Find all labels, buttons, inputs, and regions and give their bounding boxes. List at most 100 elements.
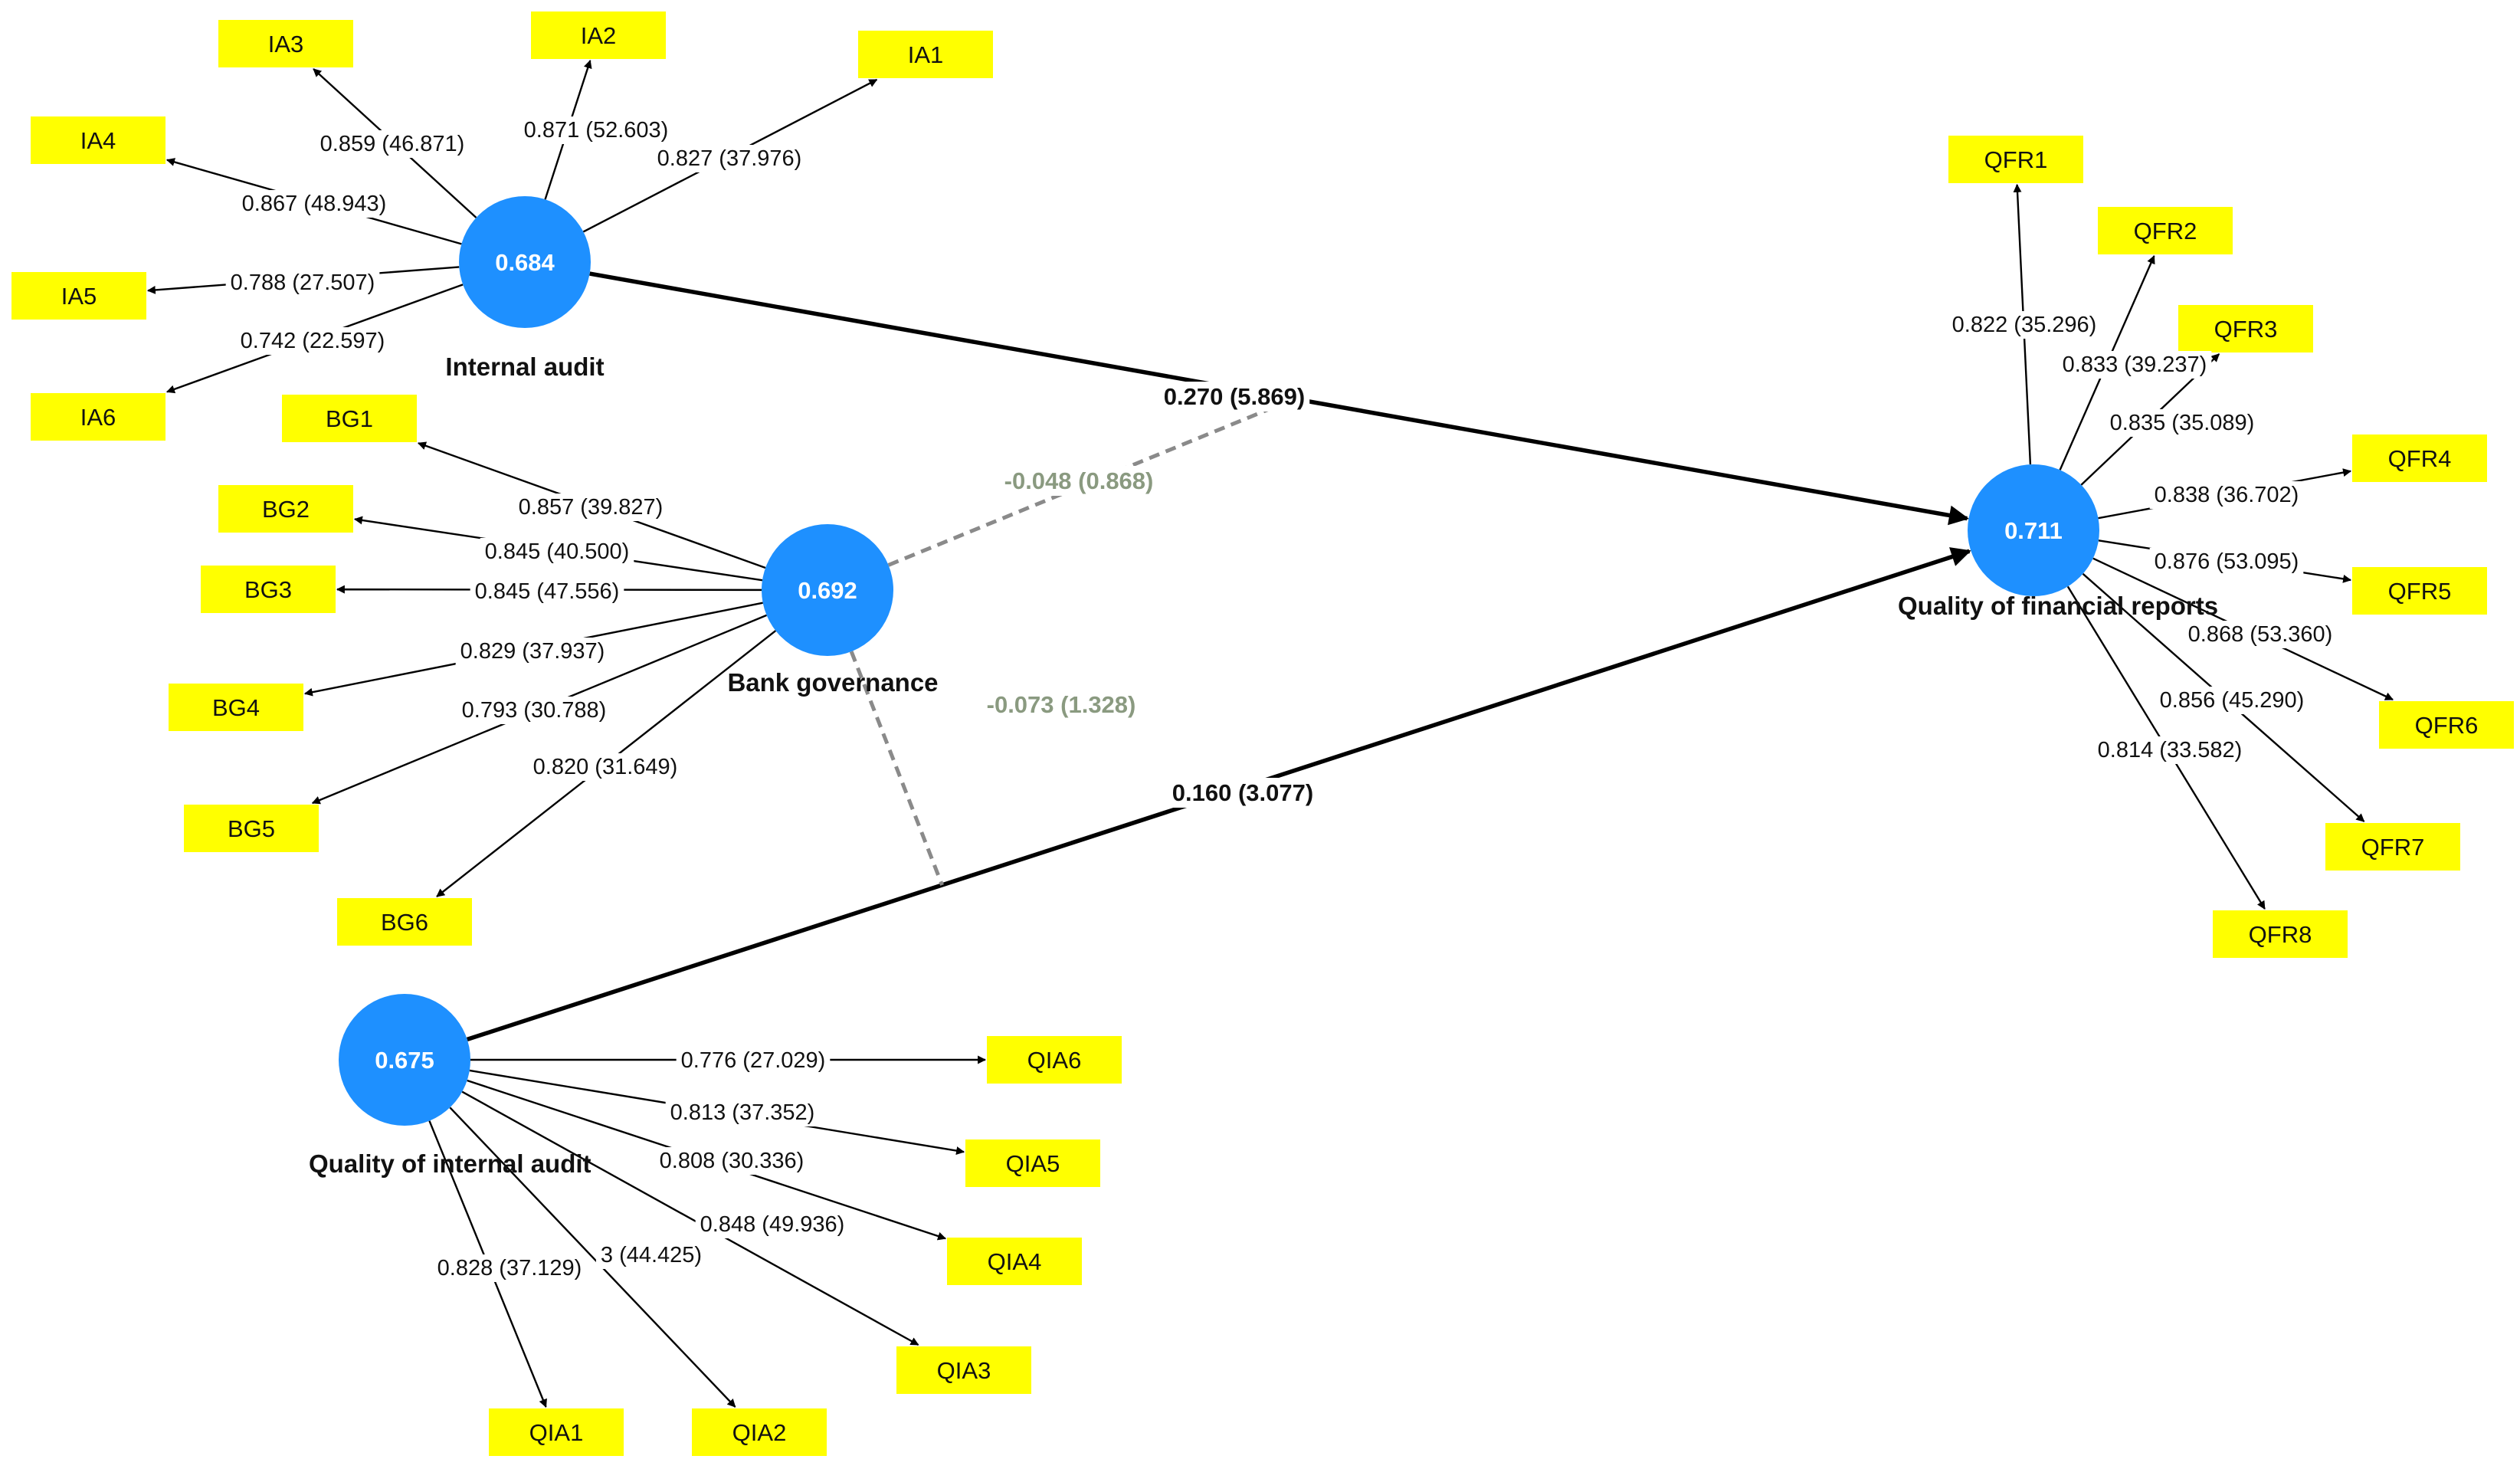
indicator-box-bg3[interactable] [201,566,336,613]
indicator-box-bg5[interactable] [184,805,319,852]
construct-name-bg: Bank governance [727,668,938,697]
loading-value-bg [457,697,611,724]
r-squared-bg: 0.692 [798,577,857,604]
indicator-label-bg6: BG6 [381,909,428,936]
r-squared-qia: 0.675 [375,1047,434,1074]
loading-value-qfr5: 0.876 (53.095) [2155,549,2299,574]
construct-name-qia: Quality of internal audit [309,1149,591,1178]
indicator-label-ia2: IA2 [581,22,617,49]
indicator-box-bg2[interactable] [218,485,353,533]
indicator-box-qfr4[interactable] [2352,434,2487,482]
loading-value-bg [237,190,392,218]
indicator-box-qia3[interactable] [896,1346,1031,1394]
loading-value-qfr1: 0.822 (35.296) [1952,313,2097,337]
indicator-label-qia6: QIA6 [1027,1047,1082,1074]
loading-value-bg [470,578,624,605]
loading-value-bg6: 0.820 (31.649) [533,755,678,779]
loading-value-bg [528,753,683,781]
indicator-label-qfr3: QFR3 [2214,316,2278,343]
indicator-label-bg4: BG4 [212,694,260,721]
loading-value-bg [519,116,673,144]
loading-value-qia6: 0.776 (27.029) [681,1048,826,1073]
indicator-label-qfr8: QFR8 [2249,921,2312,948]
loading-value-qia4: 0.808 (30.336) [660,1149,804,1173]
indicator-box-qfr2[interactable] [2098,207,2233,254]
indicator-box-qfr3[interactable] [2178,305,2313,352]
indicator-box-qfr7[interactable] [2325,823,2460,871]
indicator-box-ia2[interactable] [531,11,666,59]
loading-arrow-qia2 [449,1107,736,1408]
indicator-box-qfr5[interactable] [2352,567,2487,615]
indicator-box-qfr8[interactable] [2213,910,2348,958]
loading-value-qia5: 0.813 (37.352) [670,1100,815,1125]
path-bg-qia-qfr [849,651,944,886]
indicator-label-qfr1: QFR1 [1984,146,2048,173]
construct-name-ia: Internal audit [445,352,604,381]
loading-value-ia3: 0.859 (46.871) [320,132,465,156]
loading-value-qia1: 0.828 (37.129) [437,1256,582,1280]
loading-value-bg [2105,409,2259,437]
loading-value-bg [2149,548,2304,575]
loading-value-ia5: 0.788 (27.507) [231,271,375,295]
indicator-label-bg3: BG3 [244,576,292,603]
indicator-box-bg6[interactable] [337,898,472,946]
indicator-box-bg4[interactable] [169,684,303,731]
loading-arrow-qia3 [461,1090,919,1346]
indicator-box-qia2[interactable] [692,1408,827,1456]
indicator-box-ia5[interactable] [11,272,146,320]
loading-value-bg [2155,687,2309,714]
indicator-label-qia4: QIA4 [988,1248,1042,1275]
indicator-box-ia1[interactable] [858,31,993,78]
construct-name-qfr: Quality of financial reports [1898,592,2218,620]
loading-value-qfr7: 0.856 (45.290) [2160,688,2305,713]
indicator-label-qfr6: QFR6 [2415,712,2479,739]
indicator-box-qia5[interactable] [965,1139,1100,1187]
path-coefficient-bg [1158,382,1310,412]
indicator-label-ia5: IA5 [61,283,97,310]
path-coefficient-3: -0.073 (1.328) [987,691,1136,718]
indicator-box-qfr1[interactable] [1948,136,2083,183]
loading-value-qfr2: 0.833 (39.237) [2063,352,2207,377]
loading-value-bg [2183,621,2338,648]
construct-ia[interactable] [459,196,591,328]
indicator-label-ia6: IA6 [80,404,116,431]
construct-qfr[interactable] [1968,464,2099,596]
construct-qia[interactable] [339,994,470,1126]
indicator-label-qia3: QIA3 [937,1357,991,1384]
r-squared-qfr: 0.711 [2004,517,2063,544]
loading-value-qfr3: 0.835 (35.089) [2110,411,2255,435]
indicator-label-ia1: IA1 [908,41,944,68]
path-coefficient-0: 0.270 (5.869) [1164,383,1305,410]
construct-bg[interactable] [762,524,893,656]
loading-value-bg5: 0.793 (30.788) [462,698,607,723]
loading-value-ia6: 0.742 (22.597) [241,329,385,353]
loading-value-qfr6: 0.868 (53.360) [2188,622,2333,647]
indicator-label-bg1: BG1 [326,405,373,432]
loading-value-bg [432,1254,587,1282]
loading-value-ia2: 0.871 (52.603) [524,118,669,143]
loading-value-bg [2149,481,2304,509]
indicator-label-qia2: QIA2 [732,1419,787,1446]
loading-value-bg [513,493,668,521]
loading-value-qia3: 0.848 (49.936) [700,1212,845,1237]
indicator-box-ia4[interactable] [31,116,165,164]
loading-value-bg4: 0.829 (37.937) [460,639,605,664]
loading-value-bg1: 0.857 (39.827) [519,495,664,520]
indicator-box-qia6[interactable] [987,1036,1122,1084]
indicator-box-bg1[interactable] [282,395,417,442]
loading-value-qfr8: 0.814 (33.582) [2098,738,2243,762]
loading-value-bg [2092,736,2247,764]
indicator-box-qia1[interactable] [489,1408,624,1456]
loading-value-bg [652,145,807,172]
loading-value-qfr4: 0.838 (36.702) [2155,483,2299,507]
indicator-box-qfr6[interactable] [2379,701,2514,749]
loading-value-bg [455,638,610,665]
loading-value-bg2: 0.845 (40.500) [485,539,630,564]
indicator-box-qia4[interactable] [947,1238,1082,1285]
indicator-label-qia5: QIA5 [1006,1150,1060,1177]
indicator-box-ia3[interactable] [218,20,353,67]
path-coefficient-2: -0.048 (0.868) [1004,467,1154,494]
indicator-box-ia6[interactable] [31,393,165,441]
indicator-label-qia1: QIA1 [529,1419,584,1446]
